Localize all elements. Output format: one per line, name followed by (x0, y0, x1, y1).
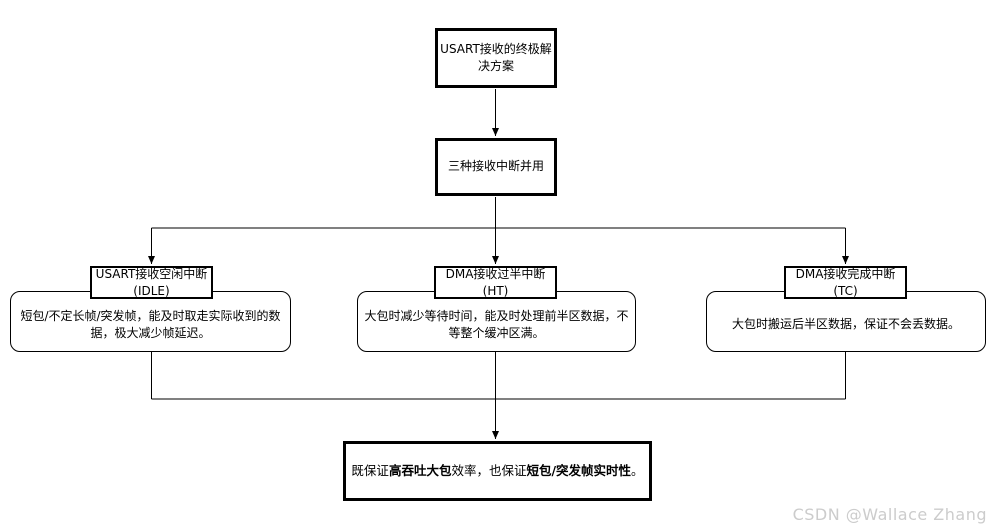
node-conclusion: 既保证高吞吐大包效率，也保证短包/突发帧实时性。 (343, 441, 652, 501)
node-usart-solution: USART接收的终极解 决方案 (435, 28, 557, 88)
node-idle-interrupt-title: USART接收空闲中断 (IDLE) (90, 266, 213, 299)
node-ht-interrupt-desc: 大包时减少等待时间，能及时处理前半区数据，不等整个缓冲区满。 (357, 291, 636, 352)
node-tc-interrupt-title: DMA接收完成中断 (TC) (784, 266, 907, 299)
node-tc-interrupt-desc: 大包时搬运后半区数据，保证不会丢数据。 (706, 291, 986, 352)
node-idle-interrupt-desc: 短包/不定长帧/突发帧，能及时取走实际收到的数据，极大减少帧延迟。 (10, 291, 291, 352)
node-ht-interrupt-title: DMA接收过半中断 (HT) (434, 266, 557, 299)
csdn-watermark: CSDN @Wallace Zhang (792, 505, 987, 524)
node-three-interrupts: 三种接收中断并用 (435, 138, 557, 196)
